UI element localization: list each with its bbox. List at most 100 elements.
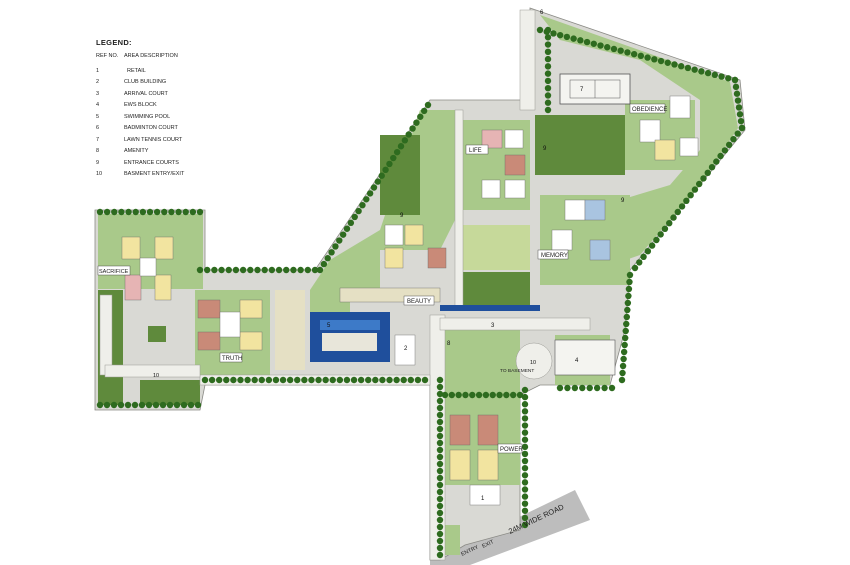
tree [311, 266, 319, 274]
tree [400, 376, 407, 384]
tree [604, 44, 611, 51]
internal-roads [99, 9, 591, 561]
tree [704, 169, 711, 176]
tree [230, 376, 237, 384]
tree [678, 63, 685, 70]
tree [365, 376, 372, 384]
tree [436, 411, 444, 419]
tree [469, 391, 476, 399]
tree [521, 472, 529, 479]
tree [521, 408, 529, 415]
tree [138, 401, 146, 409]
tree [544, 41, 552, 48]
tree [413, 119, 420, 126]
tree [657, 57, 665, 65]
exit-label: EXIT [481, 539, 495, 550]
tree [308, 376, 315, 384]
tree [516, 391, 524, 399]
unit-blocks [121, 95, 699, 506]
tree [247, 266, 254, 274]
tree [378, 172, 385, 179]
tree [189, 208, 197, 216]
tree [279, 376, 287, 384]
tree [436, 383, 444, 391]
tree [386, 376, 393, 384]
tree [674, 208, 681, 216]
tree [254, 266, 261, 274]
tree [593, 384, 601, 392]
legend-title: LEGEND: [96, 38, 132, 47]
tree [620, 355, 627, 363]
tree [521, 457, 529, 465]
tree [687, 192, 694, 199]
tree [414, 376, 422, 384]
zone-truth: TRUTH [222, 356, 242, 362]
tree [196, 208, 204, 216]
tree [436, 404, 444, 412]
tree [521, 486, 529, 493]
tree [521, 393, 529, 401]
tree [544, 63, 552, 70]
tree [372, 376, 379, 384]
tree [544, 70, 552, 77]
tree [691, 186, 699, 193]
tree [366, 190, 374, 197]
tree [355, 207, 362, 215]
tree [436, 509, 444, 517]
tree [704, 69, 712, 77]
tree [735, 104, 743, 111]
tree [631, 264, 639, 272]
tree [251, 376, 258, 384]
tree [393, 376, 400, 384]
tree [610, 45, 618, 53]
tree [636, 259, 643, 266]
tree [622, 334, 629, 342]
tree [601, 384, 608, 392]
tree [671, 61, 678, 68]
tree [436, 460, 444, 468]
tree [173, 401, 181, 409]
tree [336, 376, 344, 384]
tree [232, 266, 240, 274]
tree [244, 376, 251, 384]
zone-sacrifice: SACRIFICE [99, 269, 129, 275]
marker-3: 3 [491, 323, 495, 329]
tree [618, 376, 626, 384]
tree [521, 415, 529, 422]
tree [359, 201, 366, 209]
tree [436, 397, 444, 405]
tree [521, 429, 529, 436]
tree [630, 50, 638, 58]
marker-8: 8 [447, 341, 451, 347]
tree [462, 391, 469, 399]
tree [608, 384, 616, 392]
tree [624, 299, 632, 307]
tree [436, 390, 444, 398]
tree [237, 376, 244, 384]
tree [731, 76, 739, 84]
tree [521, 493, 529, 500]
tree [390, 154, 397, 162]
tree [544, 92, 552, 99]
tree [146, 208, 154, 216]
zone-obedience: OBEDIENCE [632, 107, 667, 113]
tree [509, 391, 517, 399]
tree [670, 214, 677, 221]
tree [182, 208, 189, 216]
tree [544, 99, 552, 106]
tree [350, 376, 358, 384]
tree [436, 530, 444, 538]
tree [374, 178, 382, 185]
tree [586, 384, 593, 392]
tree [343, 225, 351, 232]
tree [455, 391, 462, 399]
tree [622, 327, 629, 335]
tree [579, 384, 586, 392]
tree [711, 71, 719, 79]
tree [211, 266, 218, 274]
tree [261, 266, 268, 274]
tree [571, 384, 579, 392]
tree [698, 68, 705, 75]
